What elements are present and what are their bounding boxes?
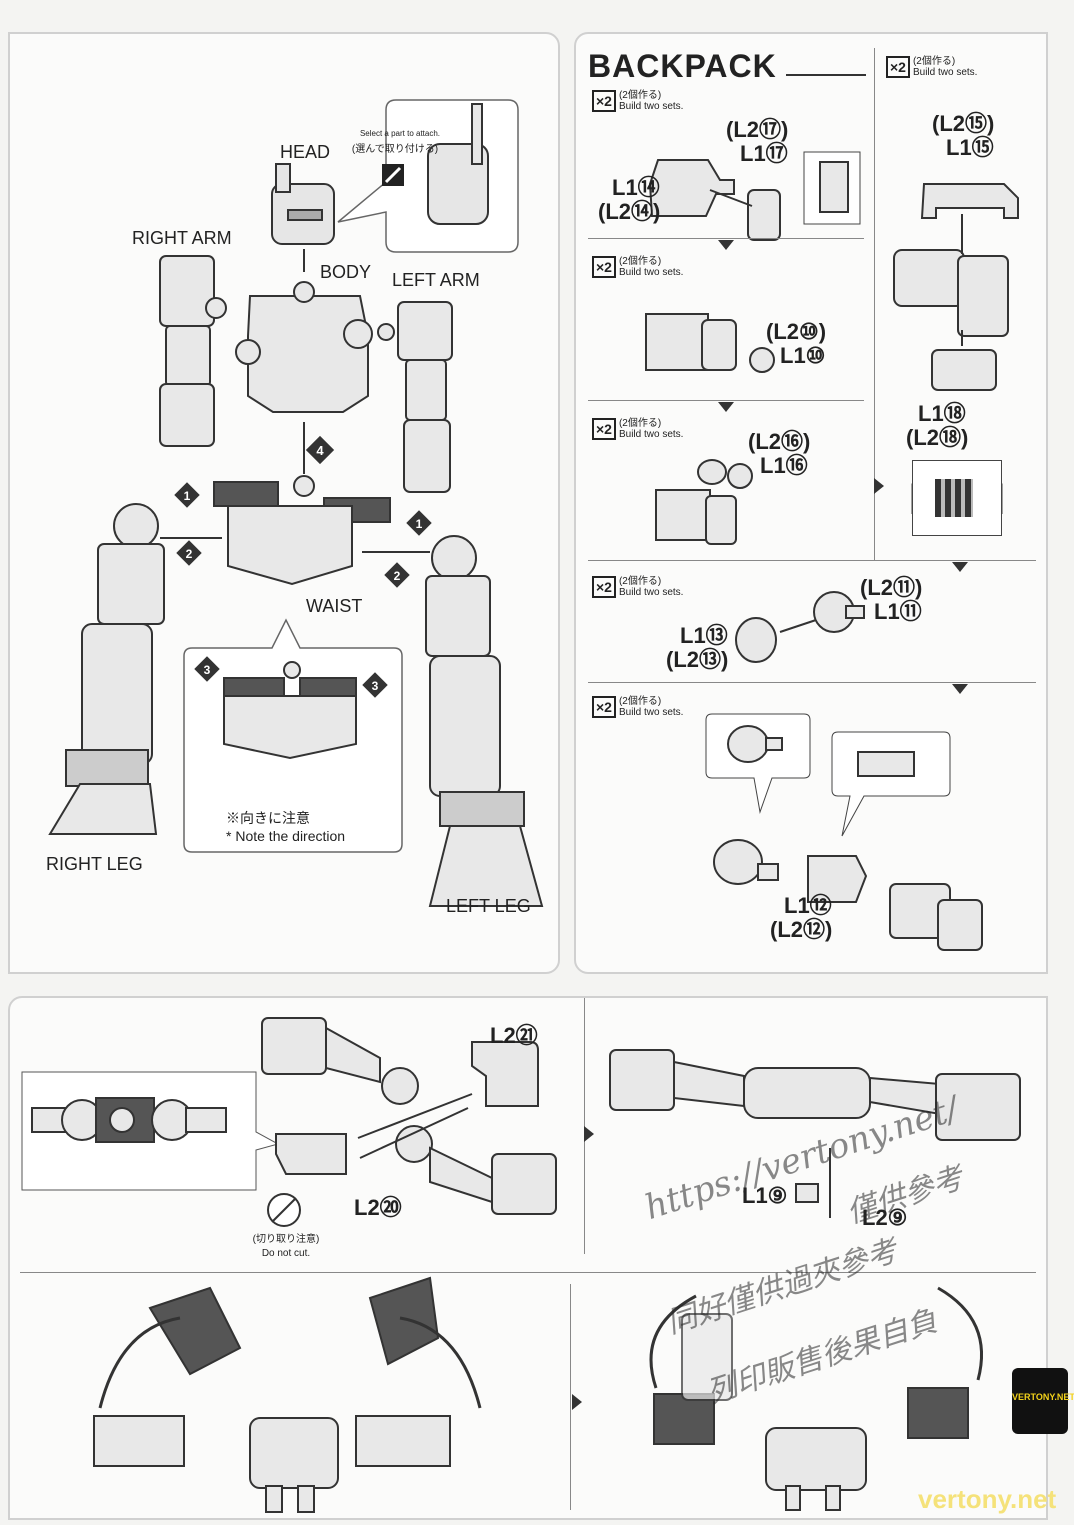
backpack-title: BACKPACK xyxy=(588,48,777,84)
body-part xyxy=(235,281,373,413)
down-arrow-2 xyxy=(718,402,734,412)
arm-assembly-diagram xyxy=(21,1017,1021,1513)
body-label: BODY xyxy=(320,262,372,282)
down-arrow-4 xyxy=(952,684,968,694)
part-l2-20: L2⑳ xyxy=(354,1195,402,1220)
right-arrow-4 xyxy=(572,1394,582,1410)
step-divider-1 xyxy=(588,238,864,239)
part-l2-11: (L2⑪) xyxy=(860,575,923,600)
svg-text:2: 2 xyxy=(394,569,401,583)
part-l2-16: (L2⑯) xyxy=(748,429,811,454)
svg-text:4: 4 xyxy=(316,443,324,458)
build-two-sets-4: ×2 (2個作る)Build two sets. xyxy=(886,56,977,78)
build-two-sets-6: ×2 (2個作る)Build two sets. xyxy=(592,696,683,718)
part-l1-18: L1⑱ xyxy=(918,401,966,426)
note-en: * Note the direction xyxy=(226,828,346,844)
select-part-en: Select a part to attach. xyxy=(359,129,441,138)
do-not-cut-en: Do not cut. xyxy=(261,1248,311,1259)
part-l2-13: (L2⑬) xyxy=(666,647,729,672)
down-arrow-1 xyxy=(718,240,734,250)
select-part-jp: (選んで取り付ける) xyxy=(351,144,439,155)
do-not-cut-jp: (切り取り注意) xyxy=(252,1234,320,1245)
part-l2-17: (L2⑰) xyxy=(726,117,789,142)
waist-part xyxy=(213,475,391,586)
part-l1-14: L1⑭ xyxy=(612,175,660,200)
part-l1-15: L1⑮ xyxy=(946,135,994,160)
column-divider xyxy=(874,48,875,560)
part-l2-10: (L2⑩) xyxy=(766,319,827,344)
left-arm-label: LEFT ARM xyxy=(392,270,480,290)
build-two-sets-1: ×2 (2個作る)Build two sets. xyxy=(592,90,683,112)
part-l1-11: L1⑪ xyxy=(874,599,922,624)
step-divider-2 xyxy=(588,400,864,401)
svg-text:1: 1 xyxy=(416,517,423,531)
build-two-sets-3: ×2 (2個作る)Build two sets. xyxy=(592,418,683,440)
right-arrow-2 xyxy=(584,1126,594,1142)
right-leg-part xyxy=(48,503,165,835)
vertony-logo: VERTONY.NET xyxy=(1012,1368,1074,1434)
right-arm-part xyxy=(159,255,227,447)
part-l1-17: L1⑰ xyxy=(740,141,788,166)
right-leg-label: RIGHT LEG xyxy=(46,854,143,874)
part-l2-15: (L2⑮) xyxy=(932,111,995,136)
head-label: HEAD xyxy=(280,142,331,162)
left-leg-part xyxy=(425,535,544,907)
part-l2-12: (L2⑫) xyxy=(770,917,833,942)
bottom-center-divider-bottom xyxy=(570,1284,571,1510)
svg-text:2: 2 xyxy=(186,547,193,561)
svg-text:1: 1 xyxy=(184,489,191,503)
step-2-diagram xyxy=(645,313,775,373)
title-underline xyxy=(786,74,866,76)
part-l2-21: L2㉑ xyxy=(490,1023,538,1048)
backpack-panel: BACKPACK ×2 (2個作る)Build two sets. (L2⑰) … xyxy=(574,32,1048,974)
right-arm-label: RIGHT ARM xyxy=(132,228,232,248)
build-two-sets-2: ×2 (2個作る)Build two sets. xyxy=(592,256,683,278)
part-l1-13: L1⑬ xyxy=(680,623,728,648)
part-l1-16: L1⑯ xyxy=(760,453,808,478)
part-l2-14: (L2⑭) xyxy=(598,199,661,224)
step-5-diagram xyxy=(735,591,865,663)
assembly-panel-body: 4 1 xyxy=(8,32,560,974)
svg-text:3: 3 xyxy=(204,663,211,677)
section-divider-2 xyxy=(588,682,1036,683)
right-arrow-1 xyxy=(874,478,884,494)
note-jp: ※向きに注意 xyxy=(226,810,310,826)
body-assembly-diagram: 4 1 xyxy=(48,99,544,907)
clip-detail-box xyxy=(912,460,1002,536)
step-6-diagram xyxy=(705,713,983,951)
watermark-footer: vertony.net xyxy=(918,1484,1057,1514)
waist-label: WAIST xyxy=(306,596,363,616)
arm-assembly-panel: L2㉑ L2⑳ (切り取り注意) Do not cut. L1⑨ L2⑨ xyxy=(8,996,1048,1520)
down-arrow-3 xyxy=(952,562,968,572)
bottom-middle-divider xyxy=(20,1272,1036,1273)
part-l1-12: L1⑫ xyxy=(784,893,832,918)
step-1-diagram xyxy=(648,151,861,241)
left-arm-part xyxy=(377,301,453,493)
left-leg-label: LEFT LEG xyxy=(446,896,531,916)
part-l1-10: L1⑩ xyxy=(780,343,826,368)
part-l2-18: (L2⑱) xyxy=(906,425,969,450)
step-3-diagram xyxy=(655,459,753,545)
part-l2-9: L2⑨ xyxy=(862,1205,908,1230)
head-part xyxy=(271,163,335,245)
part-l1-9: L1⑨ xyxy=(742,1183,788,1208)
build-two-sets-5: ×2 (2個作る)Build two sets. xyxy=(592,576,683,598)
svg-text:3: 3 xyxy=(372,679,379,693)
section-divider-1 xyxy=(588,560,1036,561)
